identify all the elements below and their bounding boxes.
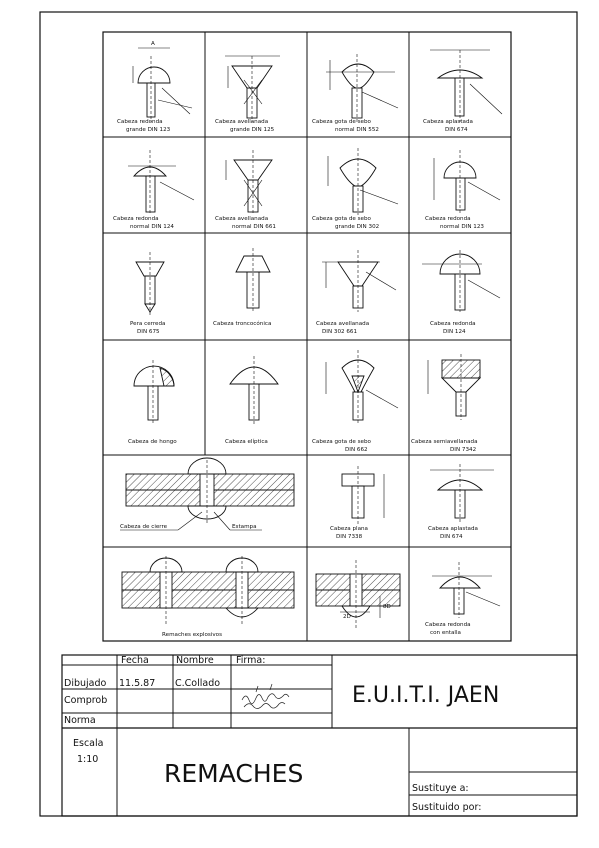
- rivet-cell-14: [229, 356, 279, 424]
- cell-captions: Cabeza redonda grande DIN 123 Cabeza ave…: [113, 119, 484, 638]
- tb-date: 11.5.87: [119, 678, 155, 689]
- caption-6-a: Cabeza avellanada: [215, 216, 268, 222]
- caption-6-b: normal DIN 661: [232, 224, 276, 230]
- caption-3-a: Cabeza gota de sebo: [312, 119, 372, 125]
- rivet-cell-2: [225, 55, 280, 122]
- tb-school: E.U.I.T.I. JAEN: [352, 683, 499, 708]
- signature-scribble: [241, 683, 290, 709]
- rivet-cell-1: A: [132, 41, 193, 122]
- rivet-cell-8: [433, 150, 501, 215]
- rivet-cell-4: [430, 49, 503, 122]
- caption-16-b: DIN 7342: [450, 447, 476, 453]
- caption-9-b: DIN 675: [137, 329, 160, 335]
- rivet-cell-16: [427, 354, 482, 420]
- caption-8-b: normal DIN 123: [440, 224, 484, 230]
- rivet-cell-3: [326, 54, 399, 122]
- rivet-cell-13: [133, 360, 175, 424]
- tb-name: C.Collado: [175, 678, 220, 689]
- caption-4-b: DIN 674: [445, 127, 468, 133]
- tb-sustituye: Sustituye a:: [412, 783, 469, 794]
- caption-11-a: Cabeza avellanada: [316, 321, 369, 327]
- tb-col-firma: Firma:: [236, 655, 265, 666]
- title-block: [61, 654, 578, 817]
- tb-escala-value: 1:10: [77, 754, 98, 765]
- rivet-cell-11: [322, 250, 397, 312]
- caption-4-a: Cabeza aplastada: [423, 119, 473, 125]
- caption-15-a: Cabeza gota de sebo: [312, 439, 372, 445]
- caption-17-a: Cabeza de cierre: [120, 524, 168, 530]
- caption-9-a: Pera cerreda: [130, 321, 165, 327]
- caption-14-a: Cabeza elíptica: [225, 438, 268, 445]
- rivet-cell-18: [341, 466, 385, 524]
- caption-2-a: Cabeza avellanada: [215, 119, 268, 125]
- rivet-cell-6: [225, 150, 273, 215]
- rivet-cell-21: [315, 560, 401, 630]
- caption-12-a: Cabeza redonda: [430, 321, 476, 327]
- cell-1-dim-A: A: [151, 41, 155, 47]
- caption-11-b: DIN 302 661: [322, 329, 357, 335]
- tb-sustituido: Sustituido por:: [412, 802, 481, 813]
- caption-3-b: normal DIN 552: [335, 127, 379, 133]
- caption-1-a: Cabeza redonda: [117, 119, 163, 125]
- rivet-cell-15: [325, 350, 399, 424]
- rivet-cell-7: [327, 148, 399, 215]
- rivet-cell-9: [135, 252, 165, 316]
- caption-22-b: con entalla: [430, 630, 461, 636]
- title-block-texts: Fecha Nombre Firma: Dibujado Comprob Nor…: [64, 655, 499, 813]
- caption-22-a: Cabeza redonda: [425, 622, 471, 628]
- caption-21-a: 2D: [343, 614, 351, 620]
- caption-13-a: Cabeza de hongo: [128, 439, 177, 445]
- tb-title: REMACHES: [164, 759, 303, 788]
- caption-2-b: grande DIN 125: [230, 127, 275, 133]
- tb-col-fecha: Fecha: [121, 655, 149, 666]
- caption-19-b: DIN 674: [440, 534, 463, 540]
- caption-7-a: Cabeza gota de sebo: [312, 216, 372, 222]
- caption-15-b: DIN 662: [345, 447, 368, 453]
- tb-row-comprob: Comprob: [64, 695, 107, 706]
- caption-17-b: Estampa: [232, 524, 257, 530]
- caption-21-b: 8D: [383, 604, 391, 610]
- caption-10-a: Cabeza troncocónica: [213, 320, 271, 327]
- caption-1-b: grande DIN 123: [126, 127, 171, 133]
- rivet-cell-22: [432, 562, 501, 618]
- caption-5-a: Cabeza redonda: [113, 216, 159, 222]
- rivet-cell-17: [120, 457, 295, 531]
- caption-20-a: Remaches explosivos: [162, 632, 222, 638]
- tb-row-dibujado: Dibujado: [64, 678, 106, 689]
- rivet-cell-10: [235, 248, 271, 312]
- caption-12-b: DIN 124: [443, 329, 466, 335]
- caption-18-b: DIN 7338: [336, 534, 363, 540]
- caption-8-a: Cabeza redonda: [425, 216, 471, 222]
- caption-7-b: grande DIN 302: [335, 224, 379, 230]
- rivet-cell-5: [128, 150, 195, 215]
- tb-escala-label: Escala: [73, 738, 103, 749]
- caption-19-a: Cabeza aplastada: [428, 526, 478, 532]
- tb-col-nombre: Nombre: [176, 655, 214, 666]
- caption-5-b: normal DIN 124: [130, 224, 174, 230]
- rivet-grid-lines: [103, 32, 511, 641]
- caption-16-a: Cabeza semiavellanada: [411, 439, 478, 445]
- caption-18-a: Cabeza plana: [330, 526, 368, 532]
- tb-row-norma: Norma: [64, 715, 96, 726]
- rivet-cell-19: [430, 464, 494, 524]
- rivet-cell-20: [121, 556, 295, 624]
- rivet-cell-12: [422, 250, 501, 312]
